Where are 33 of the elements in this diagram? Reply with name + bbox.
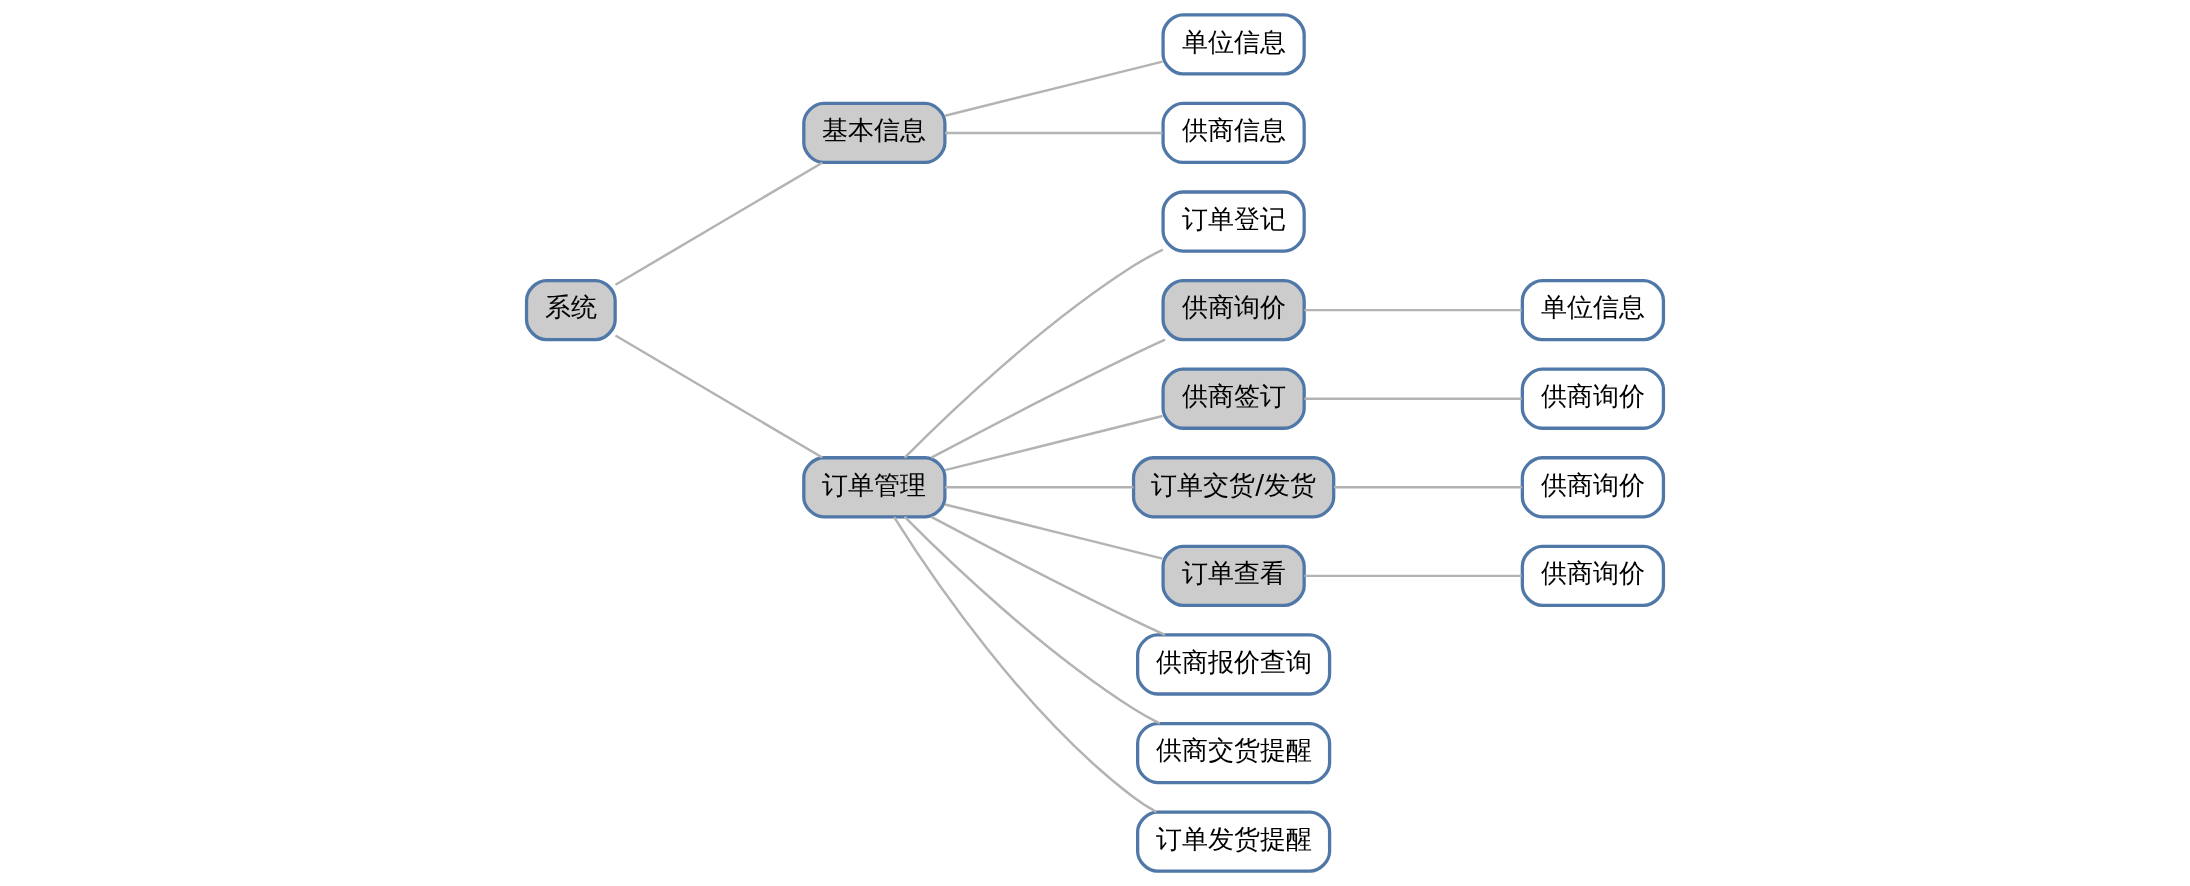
connector	[944, 60, 1163, 117]
node-box: 订单发货提醒	[1136, 810, 1332, 873]
node-box: 供商签订	[1161, 367, 1306, 430]
node-box: 订单登记	[1161, 190, 1306, 253]
node-box: 订单查看	[1161, 544, 1306, 608]
node-box: 供商信息	[1161, 101, 1306, 165]
connector	[903, 248, 1164, 459]
node-box: 供商询价	[1520, 544, 1666, 608]
node-box: 供商询价	[1161, 278, 1306, 342]
connector	[930, 515, 1166, 637]
node-box: 供商报价查询	[1136, 633, 1332, 696]
node-box: 供商交货提醒	[1136, 721, 1332, 785]
connector	[614, 161, 823, 286]
connector	[1333, 486, 1523, 489]
connector	[1304, 574, 1522, 578]
connector	[945, 486, 1134, 489]
node-box: 供商询价	[1520, 367, 1666, 430]
node-box: 基本信息	[802, 101, 947, 165]
connector	[893, 516, 1157, 813]
connector	[944, 414, 1163, 472]
node-box: 单位信息	[1161, 13, 1306, 76]
node-box: 订单管理	[802, 456, 947, 519]
connector	[944, 503, 1163, 560]
connector	[903, 516, 1161, 725]
connector	[945, 131, 1163, 135]
connector	[1304, 397, 1522, 400]
connector	[614, 334, 823, 459]
node-box: 单位信息	[1520, 278, 1666, 342]
connector	[1304, 308, 1522, 312]
node-box: 供商询价	[1520, 456, 1666, 519]
connector	[930, 338, 1166, 459]
node-box: 订单交货/发货	[1131, 456, 1336, 519]
node-box: 系统	[524, 278, 617, 342]
